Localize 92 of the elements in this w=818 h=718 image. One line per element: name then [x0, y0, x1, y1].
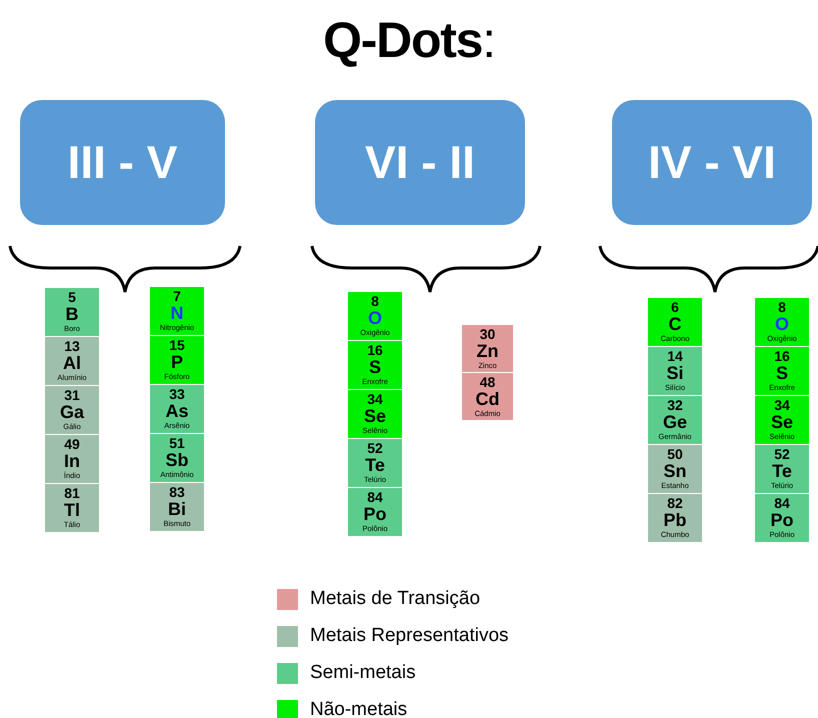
element-tile	[150, 434, 204, 482]
element-symbol: Sn	[663, 462, 686, 481]
element-tile	[648, 347, 702, 395]
element-tile	[462, 325, 513, 372]
legend-label: Não-metais	[310, 698, 408, 718]
element-number: 49	[64, 437, 80, 452]
element-symbol: S	[776, 364, 788, 383]
element-symbol: In	[64, 452, 80, 471]
element-number: 5	[68, 290, 76, 305]
element-symbol: P	[170, 353, 183, 372]
element-number: 30	[480, 326, 496, 342]
element-tile	[648, 494, 702, 542]
element-number: 51	[169, 436, 185, 451]
group-label: IV - VI	[648, 135, 776, 190]
element-number: 32	[667, 398, 683, 413]
element-symbol: Ge	[662, 413, 687, 432]
element-number: 14	[667, 349, 683, 364]
element-number: 83	[169, 485, 185, 500]
element-tile	[348, 341, 402, 389]
element-number: 8	[778, 300, 786, 315]
element-number: 48	[480, 374, 496, 390]
element-number: 13	[64, 339, 80, 354]
element-tile	[755, 298, 809, 346]
element-symbol: Si	[666, 364, 684, 383]
legend-label: Metais de Transição	[310, 586, 480, 611]
element-number: 84	[367, 490, 383, 505]
element-number: 16	[367, 343, 383, 358]
title: Q-Dots:	[322, 11, 496, 70]
element-tile	[348, 488, 402, 536]
element-tile	[45, 288, 99, 336]
element-tile	[348, 390, 402, 438]
element-tile	[755, 396, 809, 444]
element-number: 82	[667, 496, 683, 511]
legend-label: Metais Representativos	[310, 624, 509, 648]
element-symbol: O	[368, 309, 382, 328]
element-symbol: C	[668, 315, 682, 334]
element-symbol: Tl	[64, 501, 80, 520]
element-tile	[150, 483, 204, 531]
legend-label: Semi-metais	[310, 660, 416, 685]
element-tile	[648, 396, 702, 444]
element-number: 7	[173, 289, 181, 304]
element-symbol: Ga	[60, 403, 84, 422]
element-tile	[150, 385, 204, 433]
element-number: 52	[367, 441, 383, 456]
element-number: 15	[169, 338, 185, 353]
element-tile	[45, 435, 99, 483]
element-tile	[45, 484, 99, 532]
element-tile	[150, 336, 204, 384]
element-tile	[348, 439, 402, 487]
element-symbol: Te	[772, 462, 792, 481]
element-symbol: Zn	[476, 342, 498, 360]
element-tile	[755, 494, 809, 542]
element-number: 8	[371, 294, 379, 309]
element-number: 81	[64, 486, 80, 501]
element-tile	[648, 445, 702, 493]
element-tile	[348, 292, 402, 340]
element-symbol: Po	[770, 511, 794, 530]
element-tile	[462, 373, 513, 420]
element-number: 52	[774, 447, 790, 462]
element-symbol: Se	[770, 413, 794, 432]
element-symbol: Te	[365, 456, 385, 475]
element-symbol: S	[368, 358, 381, 377]
group-label: VI - II	[365, 135, 475, 190]
element-number: 84	[774, 496, 790, 511]
element-symbol: O	[774, 315, 789, 334]
group-box	[315, 100, 525, 225]
element-number: 16	[774, 349, 790, 364]
element-tile	[755, 347, 809, 395]
element-number: 33	[169, 387, 185, 402]
element-symbol: Bi	[168, 500, 186, 519]
element-number: 50	[667, 447, 683, 462]
element-tile	[150, 287, 204, 335]
group-box	[612, 100, 812, 225]
element-symbol: As	[165, 402, 188, 421]
element-tile	[648, 298, 702, 346]
element-symbol: Sb	[165, 451, 188, 470]
element-symbol: Po	[363, 505, 386, 524]
element-number: 34	[367, 392, 383, 407]
element-symbol: N	[170, 304, 184, 323]
element-tile	[45, 337, 99, 385]
element-number: 34	[774, 398, 790, 413]
element-symbol: Cd	[476, 390, 500, 408]
element-symbol: Pb	[663, 511, 686, 530]
element-symbol: B	[66, 305, 78, 324]
element-symbol: Al	[63, 354, 81, 373]
element-tile	[45, 386, 99, 434]
element-number: 6	[671, 300, 679, 315]
element-symbol: Se	[364, 407, 386, 426]
element-number: 31	[64, 388, 80, 403]
group-box	[20, 100, 225, 225]
element-tile	[755, 445, 809, 493]
group-label: III - V	[68, 135, 178, 190]
